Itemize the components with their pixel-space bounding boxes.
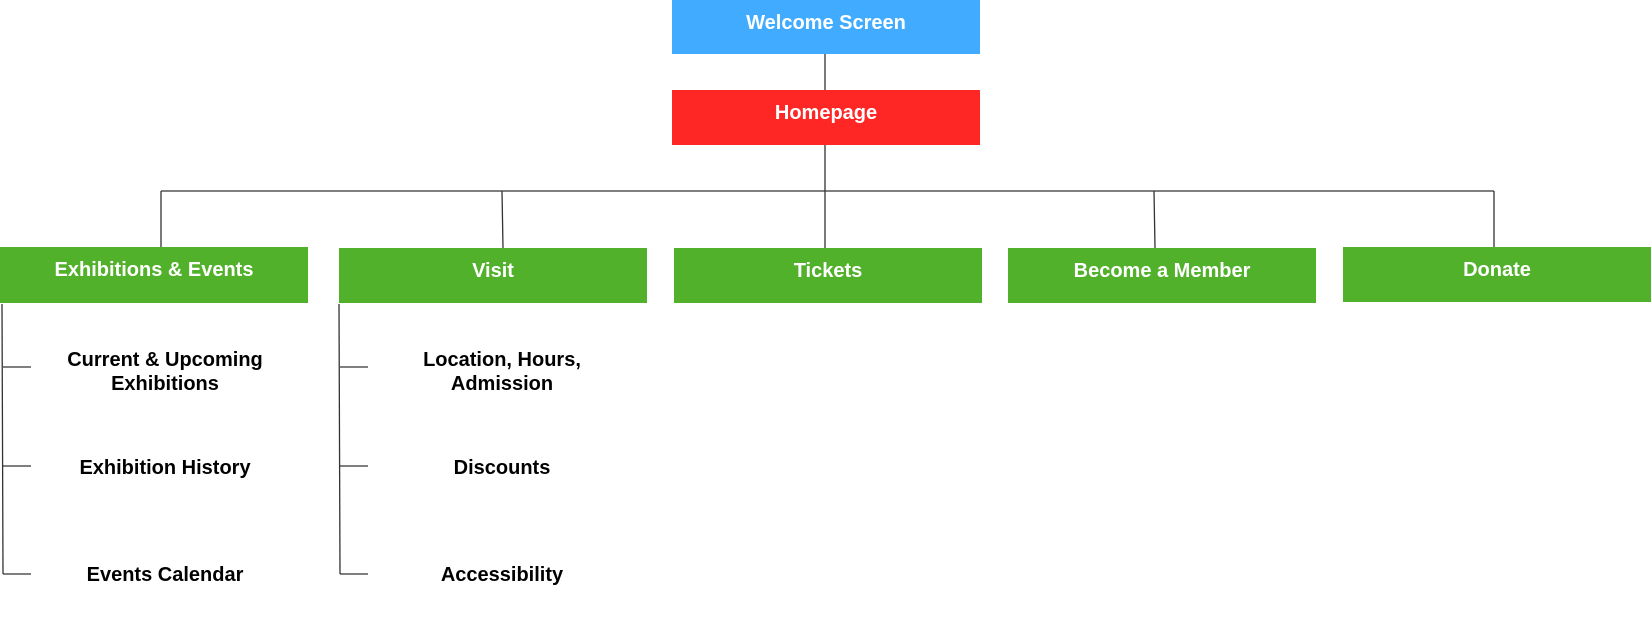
section-label: Become a Member <box>1073 260 1251 282</box>
section-label: Tickets <box>793 260 863 282</box>
section-label: Exhibitions & Events <box>54 259 254 281</box>
welcome-screen-node: Welcome Screen <box>672 0 980 54</box>
section-become-member: Become a Member <box>1008 248 1316 303</box>
subpage-events-calendar: Events Calendar <box>86 564 244 586</box>
subpage-exhibition-history: Exhibition History <box>79 457 251 479</box>
subpage-current-upcoming-exhibitions: Current & Upcoming Exhibitions <box>67 349 263 395</box>
subpage-location-hours-admission: Location, Hours, Admission <box>423 349 581 395</box>
section-label: Visit <box>472 260 514 282</box>
subpage-discounts: Discounts <box>453 457 551 479</box>
section-exhibitions-events: Exhibitions & Events <box>0 247 308 303</box>
section-tickets: Tickets <box>674 248 982 303</box>
welcome-screen-label: Welcome Screen <box>746 12 906 34</box>
homepage-label: Homepage <box>774 102 878 124</box>
section-donate: Donate <box>1343 247 1651 302</box>
section-visit: Visit <box>339 248 647 303</box>
homepage-node: Homepage <box>672 90 980 145</box>
subpage-accessibility: Accessibility <box>440 564 564 586</box>
section-label: Donate <box>1463 259 1531 281</box>
